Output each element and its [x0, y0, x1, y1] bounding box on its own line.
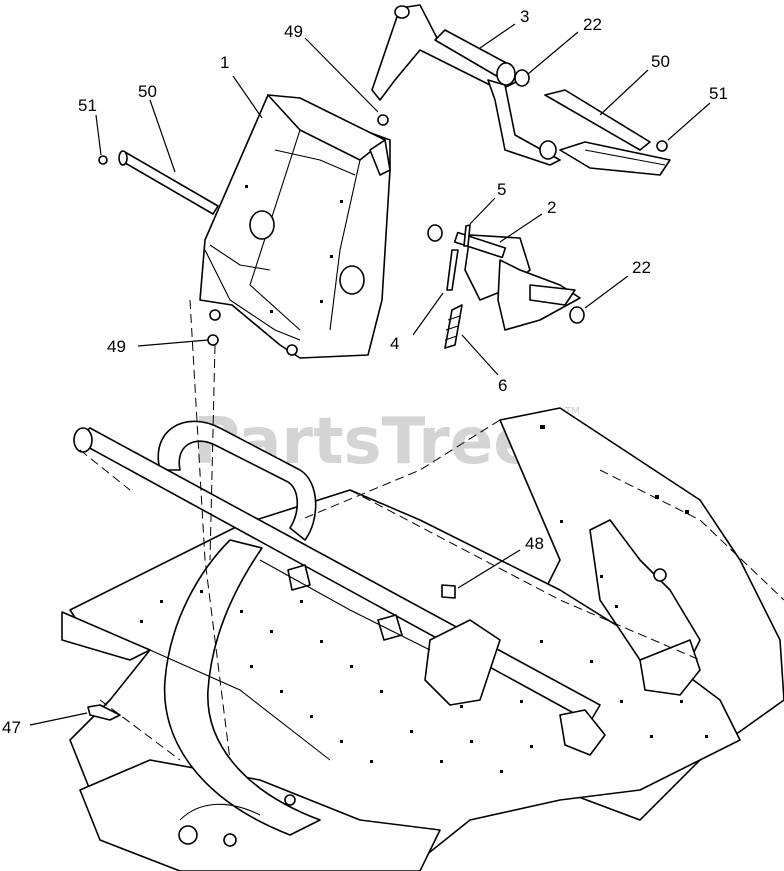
callout-50-left: 50 [138, 82, 157, 101]
callout-49-upper: 49 [284, 22, 303, 41]
callout-3: 3 [520, 7, 529, 26]
part-4-bolt [446, 249, 459, 291]
part-49-clip-upper [377, 114, 389, 126]
part-5-pin [463, 224, 471, 247]
part-49-clip-lower [207, 334, 219, 346]
leader-lines [29, 23, 711, 726]
callout-22-upper: 22 [583, 15, 602, 34]
frame-deck-assembly [61, 299, 784, 871]
callout-1: 1 [220, 53, 229, 72]
watermark-trademark: TM [564, 406, 580, 417]
callout-labels: 1 2 3 4 5 6 22 22 47 48 49 49 50 50 51 5… [2, 7, 728, 737]
callout-22-lower: 22 [632, 258, 651, 277]
part-50-rod-left [118, 150, 219, 215]
callout-51-right: 51 [709, 84, 728, 103]
part-47-bolt [87, 704, 121, 721]
part-51-fastener-left [98, 155, 108, 165]
callout-49-lower: 49 [107, 337, 126, 356]
callout-2: 2 [547, 198, 556, 217]
callout-5: 5 [497, 180, 506, 199]
callout-4: 4 [390, 334, 399, 353]
part-48-bolt [441, 584, 456, 599]
callout-6: 6 [498, 376, 507, 395]
floor-holes [140, 425, 708, 773]
callout-48: 48 [525, 534, 544, 553]
part-22-spacer-upper [514, 69, 530, 87]
watermark-text: PartsTree [193, 405, 537, 479]
part-51-fastener-right [656, 140, 668, 152]
callout-50-right: 50 [651, 52, 670, 71]
part-22-spacer-lower [569, 306, 585, 324]
callout-47: 47 [2, 718, 21, 737]
callout-51-left: 51 [78, 96, 97, 115]
part-1-mount-bracket [199, 94, 391, 359]
part-6-spring [444, 304, 463, 349]
part-3-pedal-arm [371, 4, 671, 176]
